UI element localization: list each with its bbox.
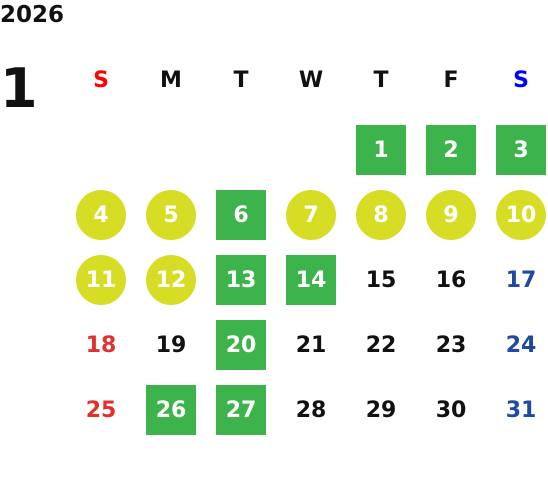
calendar-day-10[interactable]: 10 bbox=[496, 190, 546, 240]
calendar-day-3[interactable]: 3 bbox=[496, 125, 546, 175]
calendar-day-30[interactable]: 30 bbox=[435, 397, 467, 423]
weekday-header-3: W bbox=[298, 68, 324, 93]
calendar-day-11[interactable]: 11 bbox=[76, 255, 126, 305]
calendar-day-1[interactable]: 1 bbox=[356, 125, 406, 175]
calendar-day-26[interactable]: 26 bbox=[146, 385, 196, 435]
calendar-day-27[interactable]: 27 bbox=[216, 385, 266, 435]
calendar-day-20[interactable]: 20 bbox=[216, 320, 266, 370]
calendar-day-6[interactable]: 6 bbox=[216, 190, 266, 240]
calendar-day-12[interactable]: 12 bbox=[146, 255, 196, 305]
calendar-day-4[interactable]: 4 bbox=[76, 190, 126, 240]
calendar-day-29[interactable]: 29 bbox=[365, 397, 397, 423]
calendar-day-7[interactable]: 7 bbox=[286, 190, 336, 240]
weekday-header-5: F bbox=[443, 68, 459, 93]
calendar-day-5[interactable]: 5 bbox=[146, 190, 196, 240]
calendar-day-28[interactable]: 28 bbox=[295, 397, 327, 423]
calendar-day-23[interactable]: 23 bbox=[435, 332, 467, 358]
weekday-header-2: T bbox=[233, 68, 249, 93]
calendar-day-21[interactable]: 21 bbox=[295, 332, 327, 358]
calendar-day-8[interactable]: 8 bbox=[356, 190, 406, 240]
calendar-day-2[interactable]: 2 bbox=[426, 125, 476, 175]
calendar-day-15[interactable]: 15 bbox=[365, 267, 397, 293]
calendar-day-16[interactable]: 16 bbox=[435, 267, 467, 293]
calendar-day-17[interactable]: 17 bbox=[505, 267, 537, 293]
calendar-day-14[interactable]: 14 bbox=[286, 255, 336, 305]
weekday-header-0: S bbox=[93, 68, 109, 93]
weekday-header-6: S bbox=[513, 68, 529, 93]
calendar-year: 2026 bbox=[0, 2, 65, 28]
calendar-day-19[interactable]: 19 bbox=[155, 332, 187, 358]
calendar-day-18[interactable]: 18 bbox=[85, 332, 117, 358]
weekday-header-4: T bbox=[373, 68, 389, 93]
calendar-day-25[interactable]: 25 bbox=[85, 397, 117, 423]
calendar-day-22[interactable]: 22 bbox=[365, 332, 397, 358]
calendar-day-13[interactable]: 13 bbox=[216, 255, 266, 305]
weekday-header-1: M bbox=[160, 68, 182, 93]
calendar-day-9[interactable]: 9 bbox=[426, 190, 476, 240]
calendar-day-24[interactable]: 24 bbox=[505, 332, 537, 358]
calendar-day-31[interactable]: 31 bbox=[505, 397, 537, 423]
calendar-month: 1 bbox=[0, 57, 38, 120]
